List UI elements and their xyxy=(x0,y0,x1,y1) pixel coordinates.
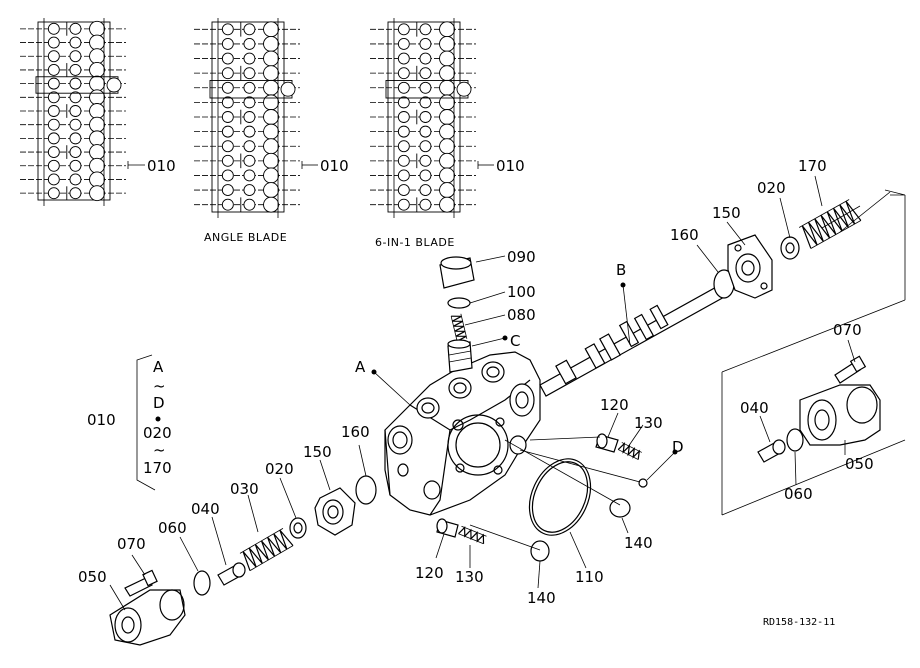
spring-170 xyxy=(798,199,862,249)
label-B: B xyxy=(616,261,626,279)
label-010: 010 xyxy=(320,157,349,175)
range-end: 170 xyxy=(143,459,172,477)
leaders xyxy=(109,175,856,611)
label-150: 150 xyxy=(303,443,332,461)
valve-body xyxy=(384,351,541,516)
plug-120-top xyxy=(595,433,619,453)
spool-B xyxy=(539,284,727,397)
guide-line xyxy=(529,436,601,441)
guide-line xyxy=(504,439,621,506)
frame-line xyxy=(839,191,891,233)
o-ring-140-right xyxy=(609,498,631,518)
label-100: 100 xyxy=(507,283,536,301)
cover-050-right xyxy=(799,384,881,446)
o-ring-060-right xyxy=(786,428,804,452)
o-ring-110 xyxy=(528,458,592,536)
caption-6in1-blade: 6-IN-1 BLADE xyxy=(375,236,455,249)
frame-line xyxy=(821,205,861,229)
spring-130-top xyxy=(617,442,642,460)
bracket xyxy=(136,354,156,491)
range-start: A xyxy=(153,358,164,376)
cap-150 xyxy=(727,234,773,299)
label-150: 150 xyxy=(712,204,741,222)
label-160: 160 xyxy=(341,423,370,441)
ball-D xyxy=(638,478,648,488)
guide-line xyxy=(519,449,641,483)
label-090: 090 xyxy=(507,248,536,266)
spring-080 xyxy=(450,313,468,342)
plug-090 xyxy=(439,256,475,289)
bolt-070-right xyxy=(834,355,867,384)
range-end: D xyxy=(153,394,165,412)
label-130: 130 xyxy=(634,414,663,432)
cap-150-left xyxy=(314,487,356,536)
label-030: 030 xyxy=(230,480,259,498)
marker-dot xyxy=(672,449,678,455)
o-ring-100 xyxy=(447,297,471,309)
cover-050-left xyxy=(109,589,186,646)
label-160: 160 xyxy=(670,226,699,244)
label-070: 070 xyxy=(117,535,146,553)
label-130: 130 xyxy=(455,568,484,586)
plug-040-right xyxy=(757,439,786,463)
spring-seat-020 xyxy=(780,236,800,260)
label-010: 010 xyxy=(147,157,176,175)
spring-130-bottom xyxy=(458,525,487,545)
label-140: 140 xyxy=(624,534,653,552)
label-D: D xyxy=(672,438,684,456)
range-start: 020 xyxy=(143,424,172,442)
o-ring-060-left xyxy=(193,570,211,596)
caption-angle-blade: ANGLE BLADE xyxy=(204,231,287,244)
plug-040-left xyxy=(217,562,246,586)
label-010: 010 xyxy=(87,411,116,429)
bolt-070-left xyxy=(124,569,158,597)
label-040: 040 xyxy=(191,500,220,518)
label-020: 020 xyxy=(265,460,294,478)
valve-assembly-6in1-blade xyxy=(370,18,476,218)
valve-assembly-standard xyxy=(20,18,126,206)
frame-line xyxy=(721,439,906,516)
poppet-C xyxy=(447,339,473,373)
label-050: 050 xyxy=(78,568,107,586)
label-060: 060 xyxy=(158,519,187,537)
label-170: 170 xyxy=(798,157,827,175)
label-020: 020 xyxy=(757,179,786,197)
range-tilde: ~ xyxy=(153,377,166,395)
label-120: 120 xyxy=(600,396,629,414)
marker-dot xyxy=(371,369,377,375)
marker-dot xyxy=(502,335,508,341)
plug-120-bottom xyxy=(436,518,459,538)
label-080: 080 xyxy=(507,306,536,324)
label-120: 120 xyxy=(415,564,444,582)
label-110: 110 xyxy=(575,568,604,586)
frame-line xyxy=(721,299,906,373)
valve-assembly-angle-blade xyxy=(194,18,300,218)
label-140: 140 xyxy=(527,589,556,607)
label-060: 060 xyxy=(784,485,813,503)
o-ring-140-bottom xyxy=(530,540,550,562)
seat-020-left xyxy=(289,517,307,539)
label-070: 070 xyxy=(833,321,862,339)
range-tilde: ~ xyxy=(153,441,166,459)
marker-dot xyxy=(620,282,626,288)
o-ring-160-left xyxy=(355,475,377,505)
label-A: A xyxy=(355,358,366,376)
label-040: 040 xyxy=(740,399,769,417)
reference-code: RD158-132-11 xyxy=(763,617,835,628)
spring-030 xyxy=(239,528,294,571)
label-010: 010 xyxy=(496,157,525,175)
label-050: 050 xyxy=(845,455,874,473)
guide-line xyxy=(469,524,541,551)
label-C: C xyxy=(510,332,520,350)
range-dot xyxy=(155,416,161,422)
frame-line xyxy=(884,189,906,196)
